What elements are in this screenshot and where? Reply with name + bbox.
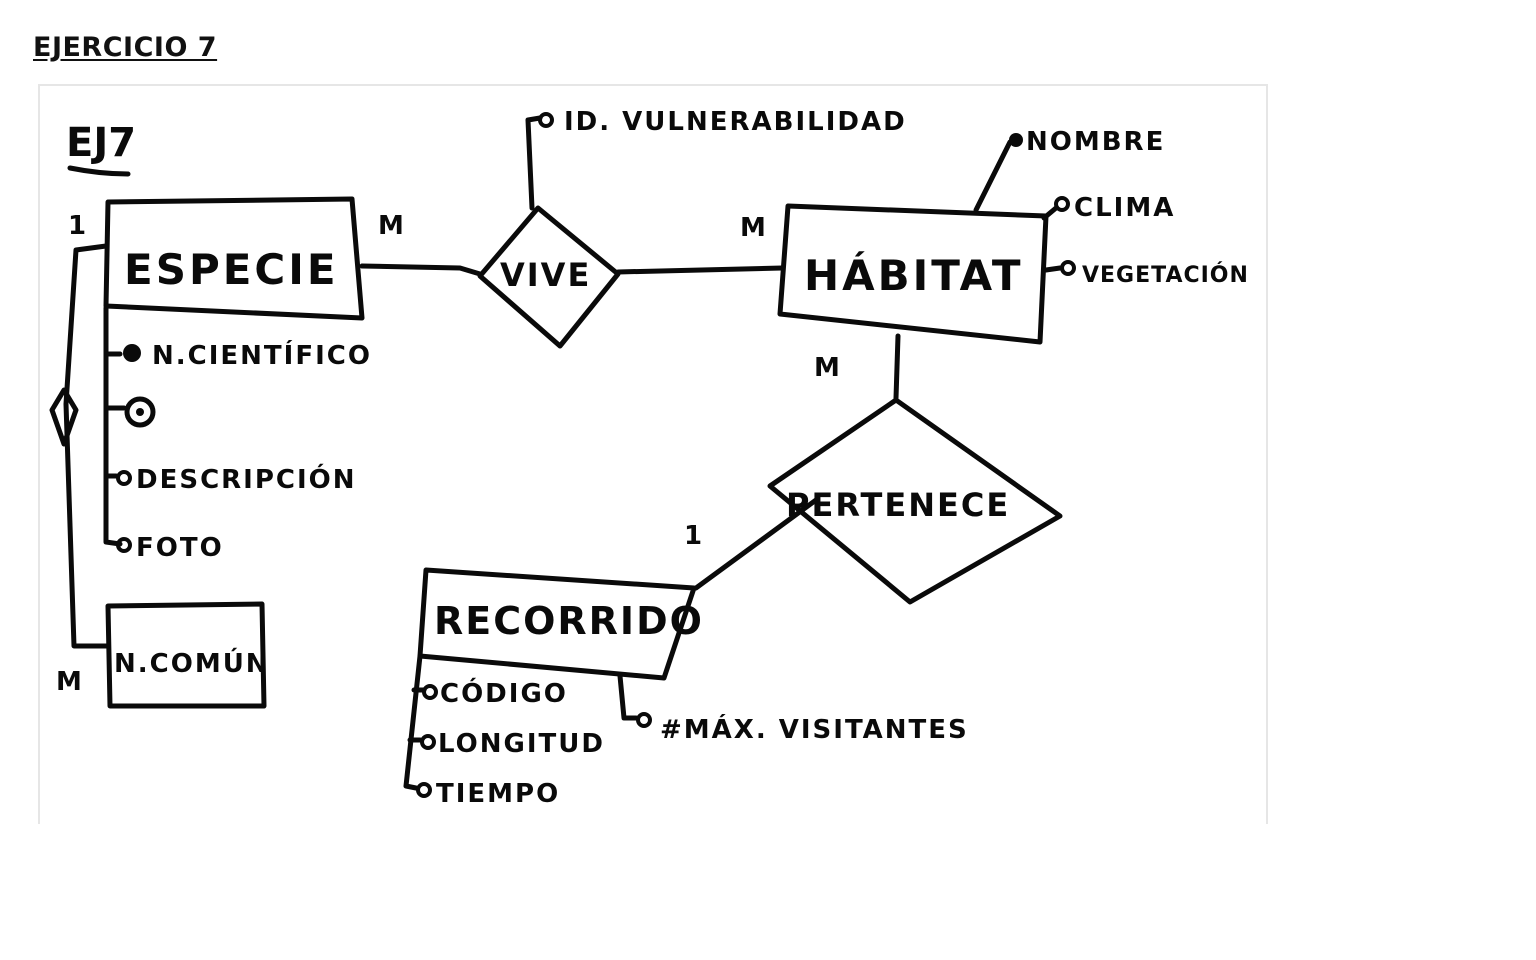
card-especie-ncomun-bottom: M bbox=[56, 667, 82, 697]
key-attribute-nombre bbox=[1009, 133, 1023, 147]
relationship-pertenece: PERTENECE bbox=[786, 486, 1010, 524]
er-diagram-canvas: EJ7 ESPECIE N.CIENTÍFICO DESCRIPCIÓN FOT… bbox=[49, 107, 1249, 809]
attr-circle-max-visitantes bbox=[636, 712, 652, 728]
relationship-vive: VIVE bbox=[500, 256, 591, 294]
entity-especie-box bbox=[103, 196, 365, 321]
attr-circle-clima bbox=[1054, 196, 1070, 212]
entity-n-comun-box bbox=[105, 601, 267, 709]
attr-vegetacion: VEGETACIÓN bbox=[1082, 262, 1249, 288]
vegetacion-connector bbox=[1043, 265, 1063, 273]
entity-especie: ESPECIE bbox=[124, 245, 339, 294]
attr-longitud: LONGITUD bbox=[438, 729, 605, 759]
attr-descripcion: DESCRIPCIÓN bbox=[136, 463, 357, 495]
attr-circle-foto bbox=[116, 537, 132, 553]
entity-habitat: HÁBITAT bbox=[804, 250, 1024, 300]
page-title: EJERCICIO 7 bbox=[33, 32, 218, 63]
relationship-vive-diamond bbox=[477, 205, 621, 349]
entity-habitat-box bbox=[777, 203, 1049, 345]
attr-nombre: NOMBRE bbox=[1026, 127, 1165, 157]
card-habitat-pertenece: M bbox=[814, 353, 840, 383]
recorrido-attr-line bbox=[403, 653, 423, 791]
line-especie-vive bbox=[359, 263, 483, 277]
card-especie-vive: M bbox=[378, 211, 404, 241]
multivalued-diamond bbox=[49, 387, 79, 447]
diagram-label-underline bbox=[67, 165, 131, 177]
card-pertenece-recorrido: 1 bbox=[684, 521, 702, 551]
nombre-connector bbox=[973, 139, 1013, 213]
attr-circle-vegetacion bbox=[1060, 260, 1076, 276]
attr-circle-descripcion bbox=[116, 470, 132, 486]
attr-max-visitantes: #MÁX. VISITANTES bbox=[660, 713, 969, 745]
er-diagram-image: EJ7 ESPECIE N.CIENTÍFICO DESCRIPCIÓN FOT… bbox=[38, 84, 1268, 824]
especie-attr-line bbox=[103, 305, 123, 547]
entity-n-comun: N.COMÚN bbox=[114, 647, 270, 679]
card-vive-habitat: M bbox=[740, 213, 766, 243]
attr-clima: CLIMA bbox=[1074, 193, 1175, 223]
clima-connector bbox=[1041, 205, 1059, 221]
line-pertenece-recorrido bbox=[693, 497, 819, 591]
diagram-label: EJ7 bbox=[66, 120, 136, 166]
attr-tiempo: TIEMPO bbox=[436, 779, 560, 809]
attr-n-cientifico: N.CIENTÍFICO bbox=[152, 339, 372, 371]
composite-attribute-inner bbox=[136, 408, 144, 416]
attr-id-vulnerabilidad: ID. VULNERABILIDAD bbox=[564, 107, 907, 137]
composite-attribute-outer bbox=[124, 396, 156, 428]
line-vive-habitat bbox=[615, 265, 785, 275]
attr-circle-tiempo bbox=[416, 782, 432, 798]
entity-recorrido-box bbox=[417, 567, 697, 681]
attr-foto: FOTO bbox=[136, 533, 224, 563]
relationship-pertenece-diamond bbox=[767, 397, 1063, 605]
attr-circle-codigo bbox=[422, 684, 438, 700]
attr-circle-longitud bbox=[420, 734, 436, 750]
key-attribute-marker bbox=[123, 344, 141, 362]
max-visitantes-connector bbox=[617, 673, 639, 721]
card-especie-ncomun-top: 1 bbox=[68, 211, 86, 241]
id-vulnerabilidad-connector bbox=[525, 115, 543, 211]
attr-codigo: CÓDIGO bbox=[440, 677, 568, 709]
especie-ncomun-line bbox=[63, 243, 111, 649]
entity-recorrido: RECORRIDO bbox=[434, 599, 704, 643]
line-habitat-pertenece bbox=[893, 333, 901, 401]
attr-circle-id-vulnerabilidad bbox=[538, 112, 554, 128]
